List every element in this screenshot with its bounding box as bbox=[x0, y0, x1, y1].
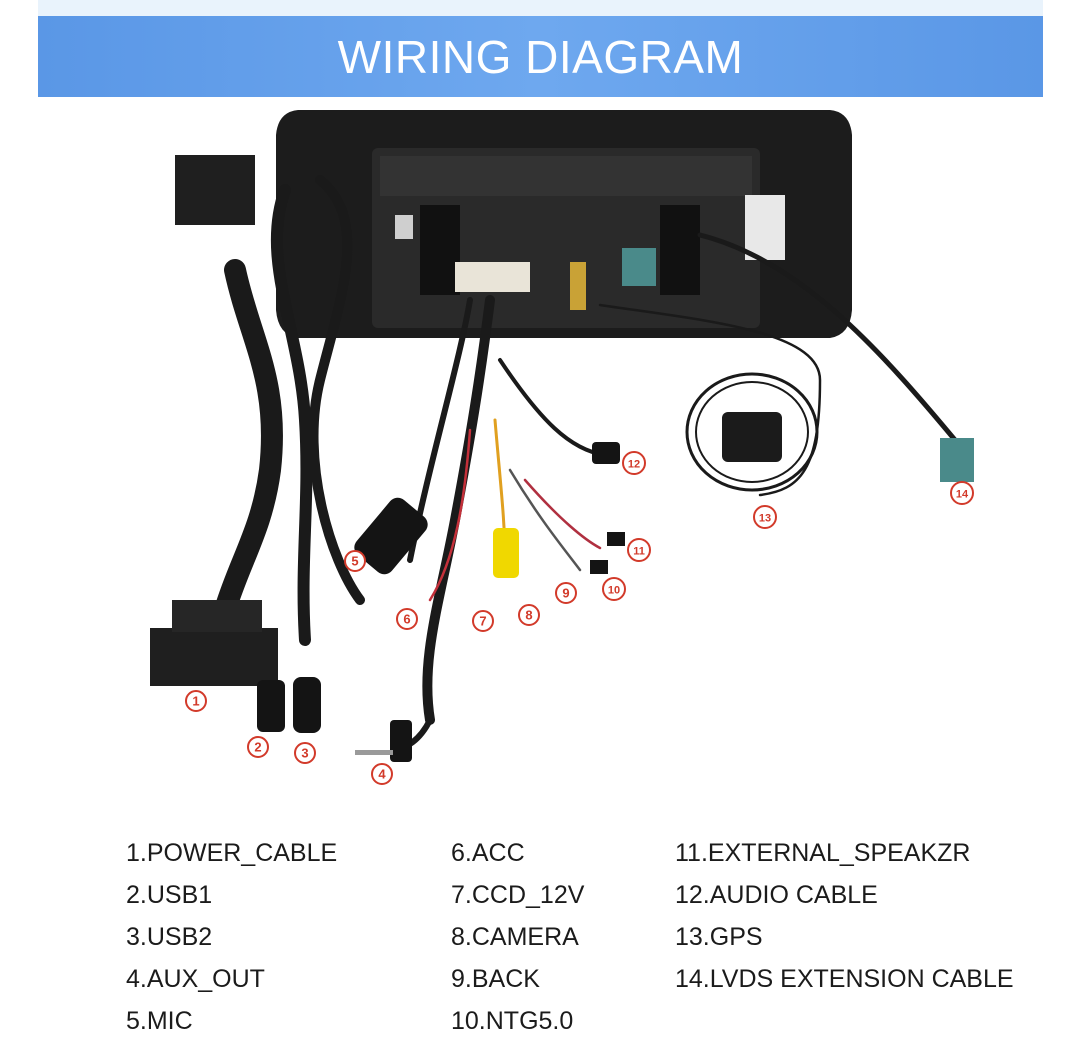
camera-plug bbox=[493, 528, 519, 578]
callout-11: 11 bbox=[627, 538, 651, 562]
legend-item: 11.EXTERNAL_SPEAKZR bbox=[675, 839, 971, 867]
callout-label: 3 bbox=[301, 746, 308, 761]
legend-item: 9.BACK bbox=[451, 965, 540, 993]
legend-item: 5.MIC bbox=[126, 1007, 193, 1035]
legend-item: 8.CAMERA bbox=[451, 923, 579, 951]
power-plug-top bbox=[175, 155, 255, 225]
callout-13: 13 bbox=[753, 505, 777, 529]
legend-item: 6.ACC bbox=[451, 839, 525, 867]
legend: 1.POWER_CABLE 2.USB1 3.USB2 4.AUX_OUT 5.… bbox=[0, 832, 1080, 1042]
legend-item: 4.AUX_OUT bbox=[126, 965, 265, 993]
head-unit bbox=[276, 110, 852, 338]
title-banner: WIRING DIAGRAM bbox=[38, 16, 1043, 97]
legend-item: 2.USB1 bbox=[126, 881, 213, 909]
callout-label: 14 bbox=[956, 489, 969, 501]
usb1-connector bbox=[257, 680, 285, 732]
callout-14: 14 bbox=[950, 481, 974, 505]
legend-item: 7.CCD_12V bbox=[451, 881, 585, 909]
callout-label: 10 bbox=[608, 585, 620, 597]
legend-item: 3.USB2 bbox=[126, 923, 213, 951]
legend-column-3: 11.EXTERNAL_SPEAKZR 12.AUDIO CABLE 13.GP… bbox=[675, 832, 1014, 1000]
callout-3: 3 bbox=[294, 742, 316, 764]
connectors bbox=[150, 155, 974, 762]
callout-4: 4 bbox=[371, 763, 393, 785]
callout-label: 4 bbox=[378, 767, 386, 782]
callout-label: 5 bbox=[351, 554, 358, 569]
callout-label: 2 bbox=[254, 740, 261, 755]
page-title: WIRING DIAGRAM bbox=[337, 30, 744, 83]
callout-label: 6 bbox=[403, 612, 410, 627]
callout-label: 1 bbox=[192, 694, 199, 709]
aux-jack bbox=[390, 720, 412, 762]
mic-connector bbox=[354, 497, 428, 575]
callout-label: 12 bbox=[628, 459, 640, 471]
callout-8: 8 bbox=[518, 604, 540, 626]
callout-12: 12 bbox=[622, 451, 646, 475]
gps-antenna bbox=[722, 412, 782, 462]
callout-label: 13 bbox=[759, 513, 771, 525]
wiring-diagram: 1 2 3 4 5 6 7 8 9 10 11 12 13 14 bbox=[150, 110, 974, 785]
legend-column-1: 1.POWER_CABLE 2.USB1 3.USB2 4.AUX_OUT 5.… bbox=[126, 832, 337, 1042]
callout-label: 8 bbox=[525, 608, 532, 623]
legend-item: 13.GPS bbox=[675, 923, 763, 951]
callout-9: 9 bbox=[555, 582, 577, 604]
callout-6: 6 bbox=[396, 608, 418, 630]
top-strip bbox=[38, 0, 1043, 16]
power-plug bbox=[150, 628, 278, 686]
legend-item: 10.NTG5.0 bbox=[451, 1007, 574, 1035]
callout-label: 11 bbox=[633, 546, 645, 558]
callout-7: 7 bbox=[472, 610, 494, 632]
callout-label: 9 bbox=[562, 586, 569, 601]
legend-column-2: 6.ACC 7.CCD_12V 8.CAMERA 9.BACK 10.NTG5.… bbox=[451, 832, 584, 1042]
callout-5: 5 bbox=[344, 550, 366, 572]
audio-plug bbox=[592, 442, 620, 464]
legend-item: 14.LVDS EXTENSION CABLE bbox=[675, 965, 1014, 993]
callout-2: 2 bbox=[247, 736, 269, 758]
legend-item: 1.POWER_CABLE bbox=[126, 839, 338, 867]
callouts: 1 2 3 4 5 6 7 8 9 10 11 12 13 14 bbox=[185, 451, 974, 785]
usb2-connector bbox=[293, 677, 321, 733]
legend-item: 12.AUDIO CABLE bbox=[675, 881, 878, 909]
cables bbox=[214, 175, 958, 752]
callout-1: 1 bbox=[185, 690, 207, 712]
lvds-connector bbox=[940, 438, 974, 482]
callout-label: 7 bbox=[479, 614, 486, 629]
callout-10: 10 bbox=[602, 577, 626, 601]
